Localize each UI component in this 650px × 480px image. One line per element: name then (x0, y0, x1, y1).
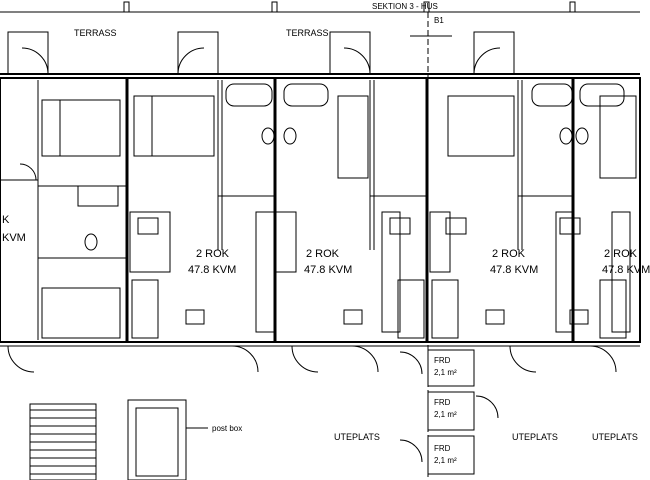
bathroom-fixtures (77, 83, 625, 251)
beds (41, 95, 637, 339)
terrass-label-2: TERRASS (286, 28, 329, 38)
sektion-label: SEKTION 3 - HUS (372, 2, 438, 11)
unit-2-rok: 2 ROK (306, 248, 340, 260)
unit-3-rok: 2 ROK (492, 248, 526, 260)
unit-2-kvm: 47.8 KVM (304, 264, 353, 276)
building-outline (0, 77, 641, 343)
terrace-doors (7, 31, 515, 75)
uteplats-label-3: UTEPLATS (592, 432, 638, 442)
wardrobes (131, 279, 627, 339)
storage-cells (399, 349, 499, 475)
storage-2-area: 2,1 m² (434, 410, 457, 419)
dining-sets (137, 217, 589, 325)
stairwell (29, 399, 208, 480)
terrass-label-1: TERRASS (74, 28, 117, 38)
storage-1-name: FRD (434, 356, 451, 365)
storage-1-area: 2,1 m² (434, 368, 457, 377)
uteplats-label-2: UTEPLATS (512, 432, 558, 442)
interior-walls (0, 80, 573, 340)
storage-3-name: FRD (434, 444, 451, 453)
uteplats-label-1: UTEPLATS (334, 432, 380, 442)
post-box-label: post box (212, 424, 243, 433)
unit-1-rok: 2 ROK (196, 248, 230, 260)
unit-partial-rok: K (2, 214, 10, 226)
unit-partial-kvm: KVM (2, 232, 26, 244)
kitchen-counters (129, 211, 631, 333)
unit-1-kvm: 47.8 KVM (188, 264, 237, 276)
storage-3-area: 2,1 m² (434, 456, 457, 465)
unit-4-rok: 2 ROK (604, 248, 638, 260)
terrace-posts (123, 1, 576, 13)
storage-2-name: FRD (434, 398, 451, 407)
unit-4-kvm: 47.8 KVM (602, 264, 650, 276)
unit-3-kvm: 47.8 KVM (490, 264, 539, 276)
party-walls (125, 78, 575, 342)
entry-doors (7, 163, 617, 373)
b1-label: B1 (434, 16, 444, 25)
